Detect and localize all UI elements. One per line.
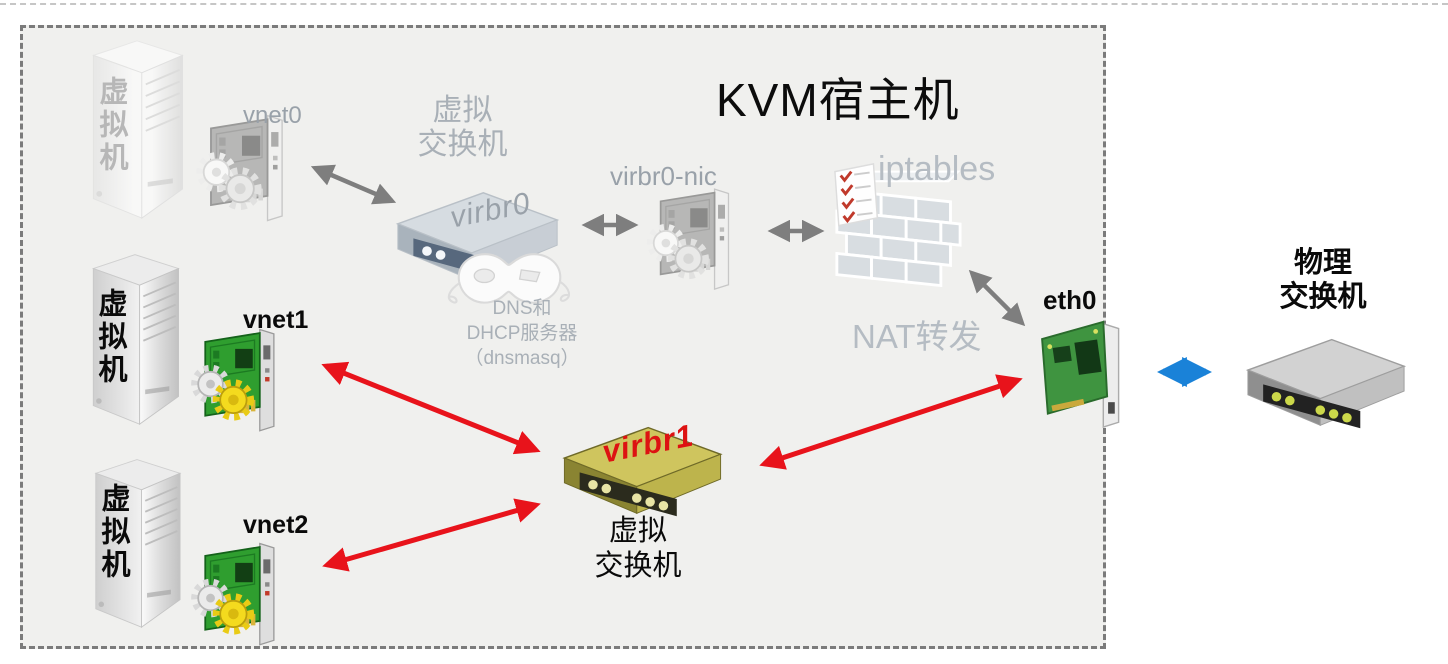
- label-nat-forward: NAT转发: [852, 318, 982, 355]
- label-vswitch-top: 虚拟 交换机: [417, 94, 508, 161]
- label-dnsmasq: DNS和 DHCP服务器 （dnsmasq）: [464, 298, 580, 369]
- label-physical-switch: 物理 交换机: [1279, 247, 1367, 313]
- label-virbr0-nic: virbr0-nic: [610, 161, 717, 191]
- physical-switch-icon: [1235, 332, 1417, 432]
- eth0-card: [1038, 318, 1138, 428]
- nic-icon: [188, 326, 292, 436]
- label-eth0: eth0: [1043, 285, 1097, 315]
- ethernet-card-icon: [1038, 318, 1138, 428]
- label-vnet2: vnet2: [243, 511, 309, 539]
- top-dotted-divider: [0, 3, 1448, 5]
- kvm-host-box: [20, 25, 1106, 649]
- vm-tower-1: 虚拟机: [82, 250, 188, 426]
- nic-virbr0-nic: [645, 185, 745, 295]
- label-vnet0: vnet0: [243, 102, 302, 129]
- nic-icon: [645, 185, 745, 295]
- label-vnet1: vnet1: [243, 306, 309, 334]
- nic-vnet1: [188, 326, 292, 436]
- vm-label-2: 虚拟机: [97, 483, 129, 582]
- switch-physical: [1235, 332, 1417, 432]
- vm-label-faded: 虚拟机: [95, 76, 127, 175]
- kvm-host-title: KVM宿主机: [716, 74, 960, 126]
- nic-icon: [188, 540, 292, 650]
- nic-vnet2: [188, 540, 292, 650]
- label-iptables: iptables: [878, 150, 996, 188]
- vm-tower-2: 虚拟机: [85, 455, 189, 629]
- vm-tower-faded: 虚拟机: [83, 36, 191, 220]
- label-vswitch-bottom: 虚拟 交换机: [594, 515, 682, 582]
- vm-label-1: 虚拟机: [94, 288, 126, 387]
